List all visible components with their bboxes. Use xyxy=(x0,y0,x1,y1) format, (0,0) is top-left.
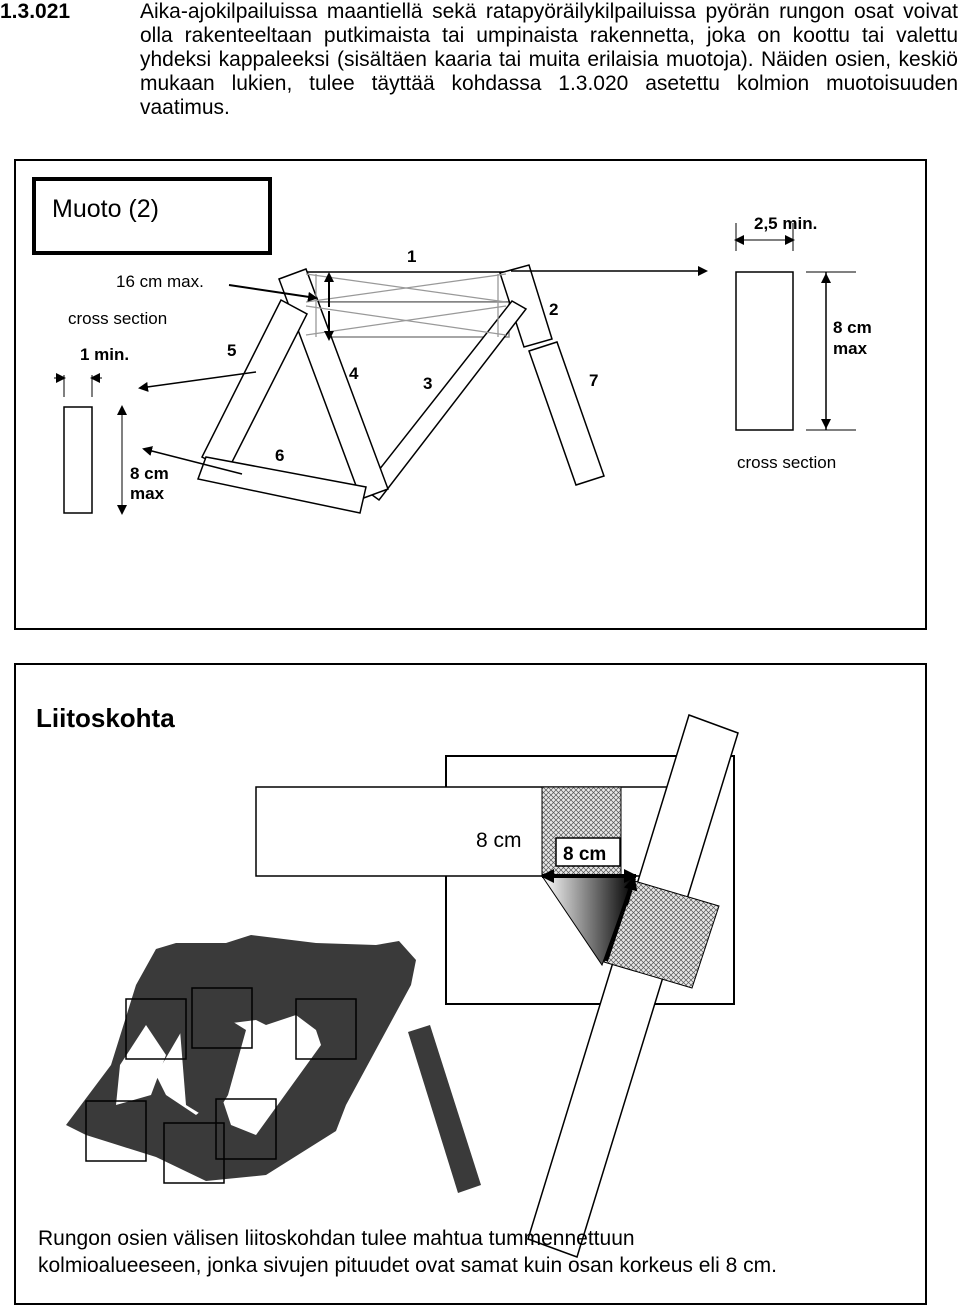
part-label-7: 7 xyxy=(589,371,598,390)
joint-caption: Rungon osien välisen liitoskohdan tulee … xyxy=(38,1225,918,1279)
dark-frame-hole-2 xyxy=(116,1025,166,1105)
joint-diagram: 8 cm 8 cm xyxy=(66,714,739,1258)
label-8cm-left: 8 cm xyxy=(130,464,169,483)
joint-title: Liitoskohta xyxy=(36,703,175,733)
label-8cm-box xyxy=(555,837,621,867)
label-cross-section-left: cross section xyxy=(68,309,167,328)
part-label-6: 6 xyxy=(275,446,284,465)
label-16cm-max: 16 cm max. xyxy=(116,272,204,291)
label-8cm-boxed: 8 cm xyxy=(563,844,606,865)
tube-3-down xyxy=(362,300,528,502)
figure-title: Muoto (2) xyxy=(52,195,159,223)
part-label-2: 2 xyxy=(549,300,558,319)
tube-5-stay xyxy=(200,298,308,472)
joint-caption-line-1: Rungon osien välisen liitoskohdan tulee … xyxy=(38,1227,635,1250)
joint-boxes xyxy=(85,987,357,1184)
label-8cm-right: 8 cm xyxy=(833,318,872,337)
joint-caption-line-2: kolmioalueeseen, jonka sivujen pituudet … xyxy=(38,1254,777,1277)
figure-shape: Muoto (2) 16 cm max. cross section 1 min… xyxy=(14,159,927,630)
joint-outer-square xyxy=(445,755,735,1005)
title-box xyxy=(32,177,272,255)
figure-joint: 8 cm 8 cm Liitoskohta Rungon osien välis… xyxy=(14,663,927,1305)
rule-number: 1.3.021 xyxy=(0,0,71,23)
rule-text: Aika-ajokilpailuissa maantiellä sekä rat… xyxy=(140,0,958,119)
dark-frame xyxy=(66,935,481,1193)
tube-4-seat xyxy=(278,268,389,500)
label-1-min: 1 min. xyxy=(80,345,129,364)
diagonal-tube xyxy=(527,714,739,1258)
part-numbers: 1 2 3 4 5 6 7 xyxy=(227,247,598,465)
label-max-right: max xyxy=(833,339,868,358)
part-label-4: 4 xyxy=(349,364,359,383)
dark-fork xyxy=(408,1025,481,1193)
label-max-left: max xyxy=(130,484,165,503)
frame-shape-diagram: Muoto (2) 16 cm max. cross section 1 min… xyxy=(32,177,872,515)
part-label-5: 5 xyxy=(227,341,236,360)
label-8cm-plain: 8 cm xyxy=(476,829,522,852)
top-tube-hatch xyxy=(305,273,507,337)
tube-6-chainstay xyxy=(196,456,367,514)
cross-section-left-rect xyxy=(63,406,93,514)
frame-tubes xyxy=(196,264,605,514)
part-label-1: 1 xyxy=(407,247,416,266)
tube-7-fork xyxy=(528,341,605,486)
tube-1-top-shadow xyxy=(303,301,510,338)
dark-frame-seat xyxy=(178,1005,246,1121)
cross-section-right-rect xyxy=(735,271,794,431)
part-label-3: 3 xyxy=(423,374,432,393)
label-cross-section-right: cross section xyxy=(737,453,836,472)
label-2-5-min: 2,5 min. xyxy=(754,214,817,233)
